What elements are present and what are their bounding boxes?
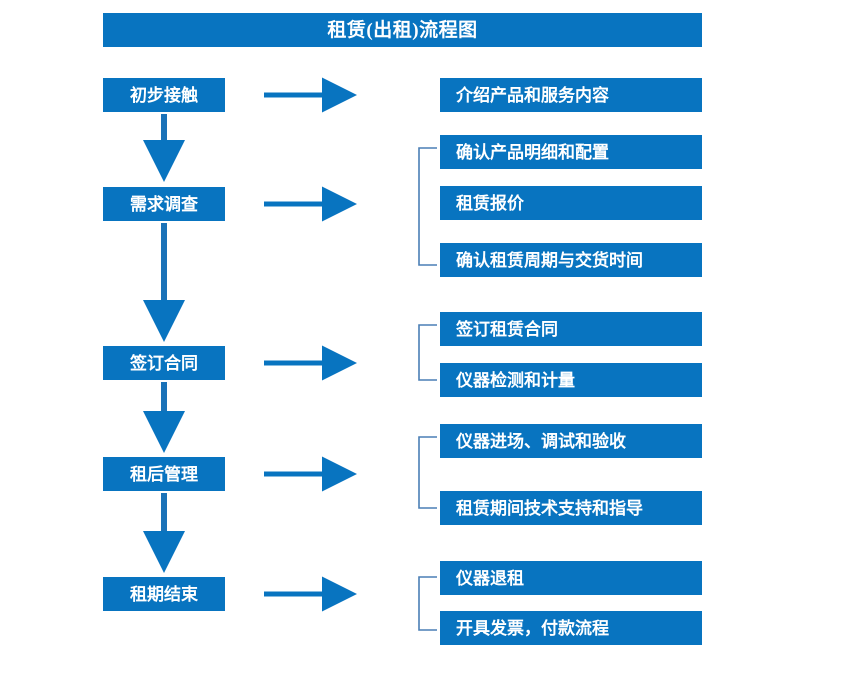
stage-box-1[interactable]: 初步接触: [103, 78, 225, 112]
brace-bracket-icon: [418, 147, 437, 266]
brace-bracket-icon: [418, 576, 437, 631]
stage-box-3[interactable]: 签订合同: [103, 346, 225, 380]
stage-label: 租期结束: [130, 584, 198, 604]
stage-box-2[interactable]: 需求调查: [103, 187, 225, 221]
stage-label: 初步接触: [130, 85, 198, 105]
detail-label: 租赁报价: [456, 193, 524, 213]
detail-label: 确认产品明细和配置: [456, 142, 609, 162]
detail-label: 介绍产品和服务内容: [456, 85, 609, 105]
stage-label: 签订合同: [130, 353, 198, 373]
detail-box-g3-2[interactable]: 仪器检测和计量: [440, 363, 702, 397]
detail-box-g1-1[interactable]: 介绍产品和服务内容: [440, 78, 702, 112]
brace-bracket-icon: [418, 324, 437, 381]
stage-box-5[interactable]: 租期结束: [103, 577, 225, 611]
stage-box-4[interactable]: 租后管理: [103, 457, 225, 491]
page-title: 租赁(出租)流程图: [327, 19, 478, 41]
stage-label: 租后管理: [130, 464, 198, 484]
detail-box-g5-1[interactable]: 仪器退租: [440, 561, 702, 595]
detail-label: 签订租赁合同: [456, 319, 558, 339]
detail-label: 仪器检测和计量: [456, 370, 575, 390]
detail-box-g4-1[interactable]: 仪器进场、调试和验收: [440, 424, 702, 458]
detail-label: 仪器进场、调试和验收: [456, 431, 626, 451]
detail-box-g2-2[interactable]: 租赁报价: [440, 186, 702, 220]
detail-box-g5-2[interactable]: 开具发票，付款流程: [440, 611, 702, 645]
diagram-title-bar: 租赁(出租)流程图: [103, 13, 702, 47]
detail-box-g2-3[interactable]: 确认租赁周期与交货时间: [440, 243, 702, 277]
detail-label: 确认租赁周期与交货时间: [456, 250, 643, 270]
brace-bracket-icon: [418, 436, 437, 509]
detail-label: 仪器退租: [456, 568, 524, 588]
detail-box-g3-1[interactable]: 签订租赁合同: [440, 312, 702, 346]
detail-label: 租赁期间技术支持和指导: [456, 498, 643, 518]
stage-label: 需求调查: [130, 194, 198, 214]
detail-box-g4-2[interactable]: 租赁期间技术支持和指导: [440, 491, 702, 525]
detail-label: 开具发票，付款流程: [456, 618, 609, 638]
detail-box-g2-1[interactable]: 确认产品明细和配置: [440, 135, 702, 169]
